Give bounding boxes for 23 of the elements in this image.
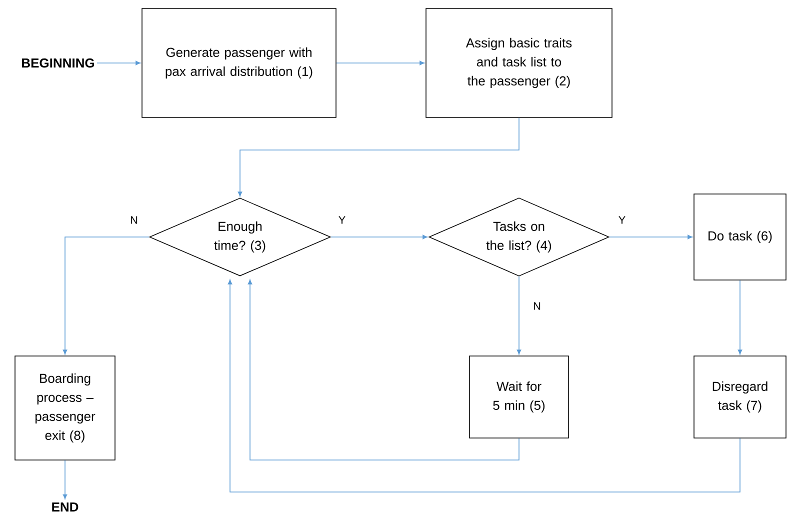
arrow [96,60,141,66]
arrow [336,60,424,66]
edge-label: N [532,301,542,311]
arrow [62,236,150,354]
process-box: Generate passenger with pax arrival distribution (1) [142,8,336,118]
arrow [62,460,68,500]
terminal-label: END [52,502,78,512]
arrow [516,276,522,354]
arrow [738,280,742,354]
process-box: Assign basic traits and task list to the passenger (2) [426,8,612,118]
arrow [228,279,740,492]
arrow [238,118,520,197]
edge-label: Y [337,215,347,225]
terminal-label: BEGINNING [22,58,94,68]
process-box: Do task (6) [694,194,786,280]
process-box: Disregard task (7) [694,356,786,438]
arrow [609,234,692,240]
arrow [330,234,428,240]
process-box: Boarding process – passenger exit (8) [14,356,116,460]
edge-label: N [129,215,139,225]
arrow [248,279,520,460]
edge-label: Y [617,215,627,225]
process-box: Wait for 5 min (5) [469,356,569,438]
